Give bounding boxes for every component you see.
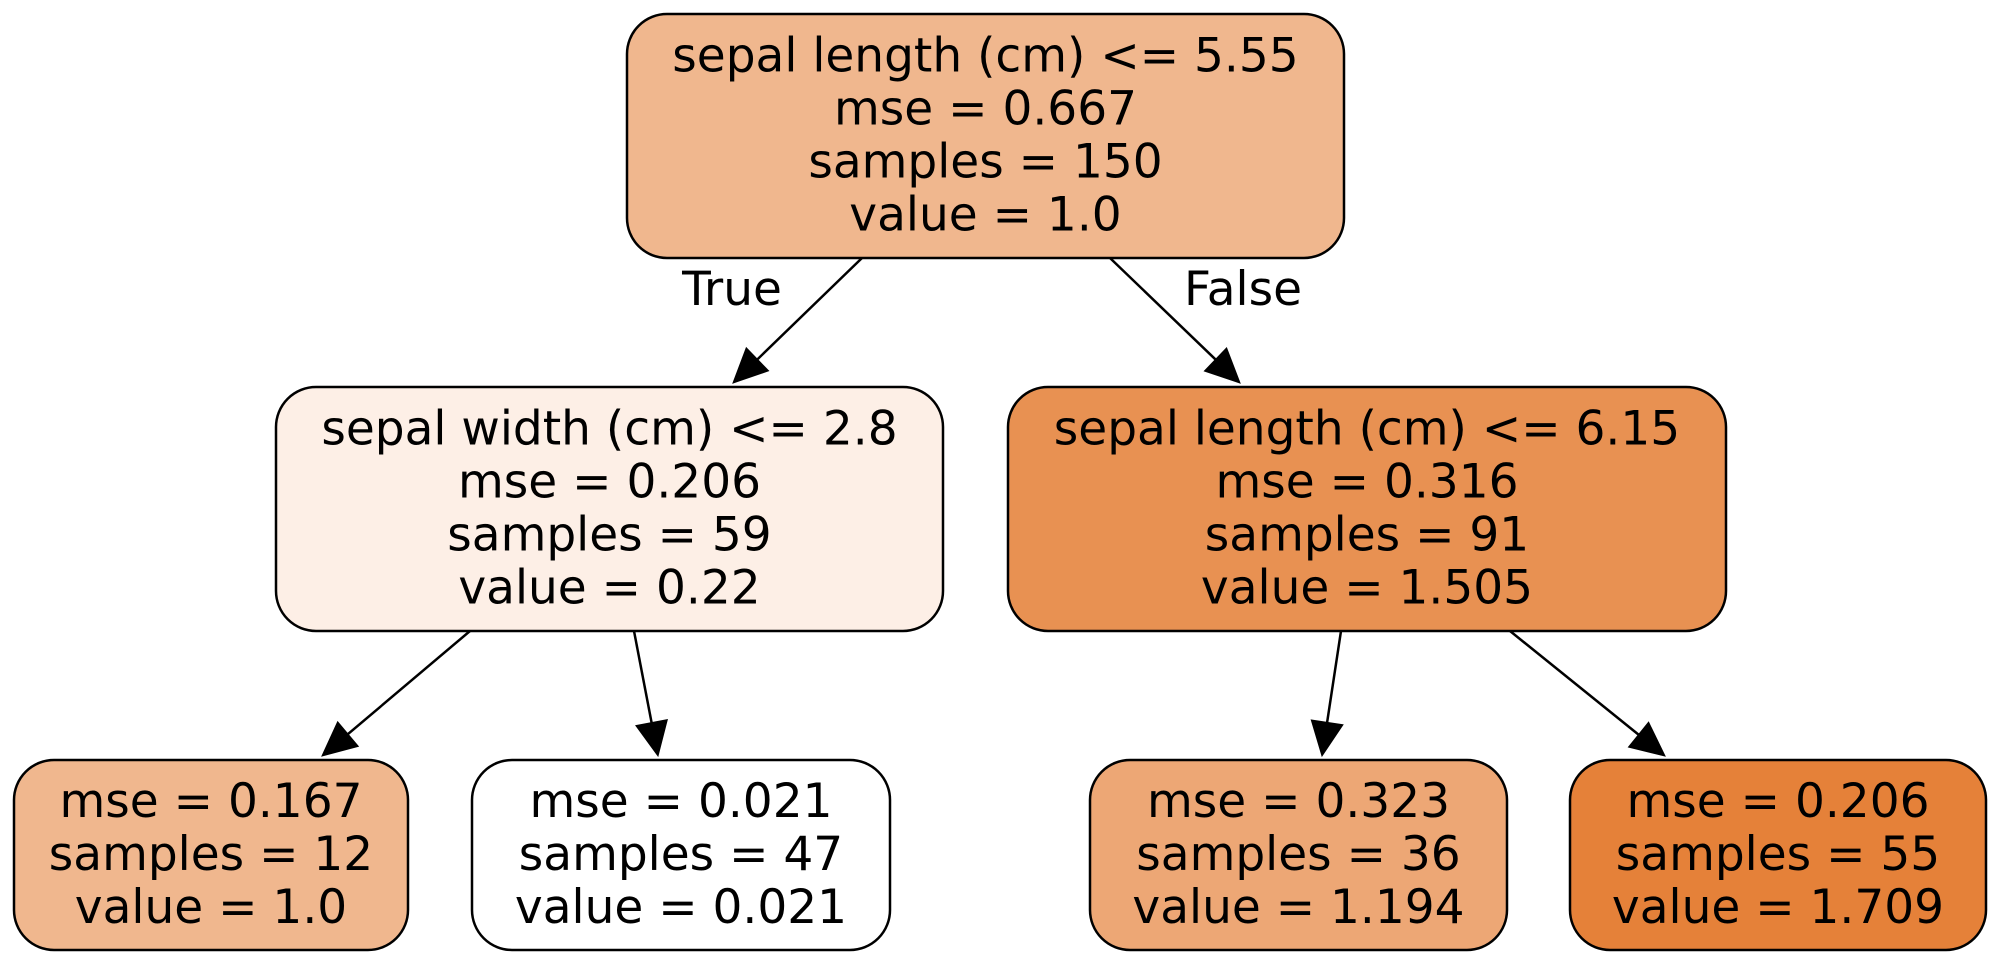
node-line: samples = 91 [1205,507,1529,562]
node-box [1568,758,1988,952]
edge-label-false: False [1184,262,1302,317]
edge-line [1325,630,1343,723]
node-line: mse = 0.316 [1216,454,1519,509]
edge-right-to-right-right [1509,630,1666,757]
node-line: value = 0.021 [515,880,847,935]
node-line: mse = 0.021 [530,774,833,829]
node-line: samples = 12 [49,827,373,882]
node-line: value = 1.0 [849,187,1121,242]
node-box [1006,385,1728,633]
arrowhead-icon [732,346,770,384]
arrowhead-icon [1627,721,1666,757]
edge-line [1509,630,1640,736]
node-box [274,385,945,633]
edge-line [347,630,471,736]
edge-line [632,630,653,723]
node-line: samples = 55 [1616,827,1940,882]
node-line: sepal length (cm) <= 6.15 [1054,401,1680,456]
edges-layer: True False [321,257,1666,758]
edge-line [1109,257,1217,361]
node-line: value = 1.194 [1132,880,1464,935]
node-line: samples = 36 [1136,827,1460,882]
edge-root-to-left: True [681,257,863,384]
arrowhead-icon [1203,346,1241,384]
node-line: mse = 0.323 [1147,774,1450,829]
edge-root-to-right: False [1109,257,1302,384]
node-line: sepal length (cm) <= 5.55 [672,28,1298,83]
edge-line [756,257,863,361]
node-line: value = 0.22 [458,560,760,615]
edge-left-to-left-right [632,630,668,758]
arrowhead-icon [635,718,668,758]
node-line: value = 1.505 [1201,560,1533,615]
node-line: mse = 0.167 [60,774,363,829]
edge-right-to-right-left [1310,630,1344,758]
node-box [1088,758,1509,952]
node-line: mse = 0.206 [458,454,761,509]
node-line: samples = 150 [808,134,1162,189]
node-line: sepal width (cm) <= 2.8 [321,401,897,456]
node-line: mse = 0.667 [834,81,1137,136]
edge-left-to-left-left [321,630,471,757]
node-box [12,758,410,952]
node-line: samples = 59 [447,507,771,562]
node-box [625,12,1346,260]
node-line: samples = 47 [519,827,843,882]
node-line: value = 1.709 [1612,880,1944,935]
node-line: mse = 0.206 [1627,774,1930,829]
node-line: value = 1.0 [75,880,347,935]
arrowhead-icon [321,720,360,757]
node-box [470,758,892,952]
edge-label-true: True [681,262,782,317]
arrowhead-icon [1310,719,1344,758]
